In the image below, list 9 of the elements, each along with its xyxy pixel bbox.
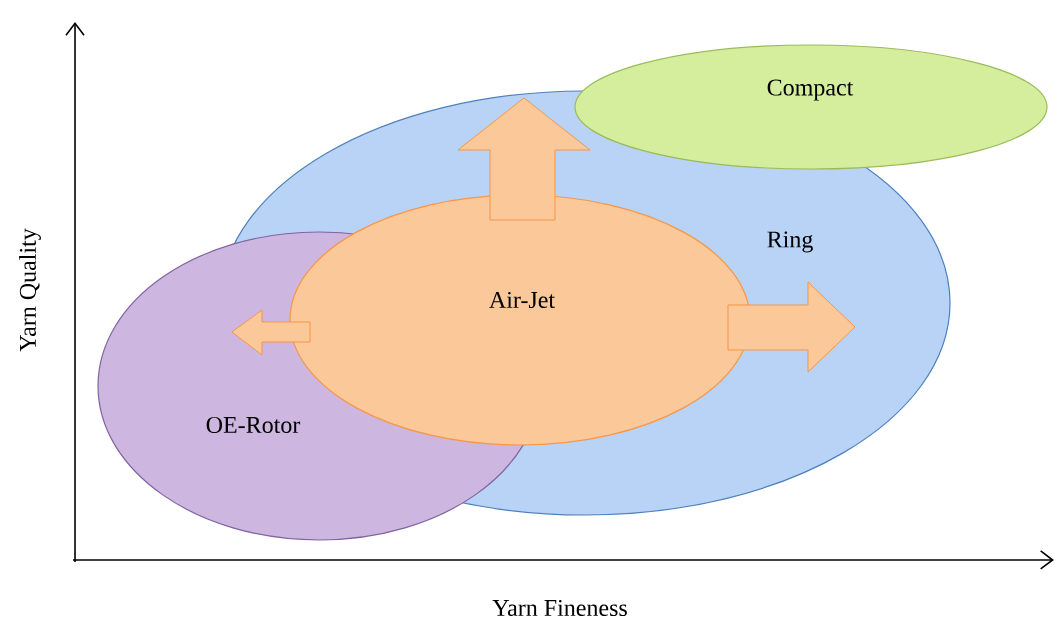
region-label: Air-Jet bbox=[489, 291, 555, 309]
block-arrow bbox=[457, 97, 591, 221]
region-label: OE-Rotor bbox=[206, 416, 301, 434]
region-label: Ring bbox=[767, 231, 813, 253]
block-arrow bbox=[727, 281, 856, 373]
region-label: Compact bbox=[767, 79, 854, 101]
axis-label: Yarn Fineness bbox=[492, 599, 627, 617]
axis-label: Yarn Quality bbox=[19, 228, 41, 352]
block-arrow bbox=[231, 309, 311, 356]
